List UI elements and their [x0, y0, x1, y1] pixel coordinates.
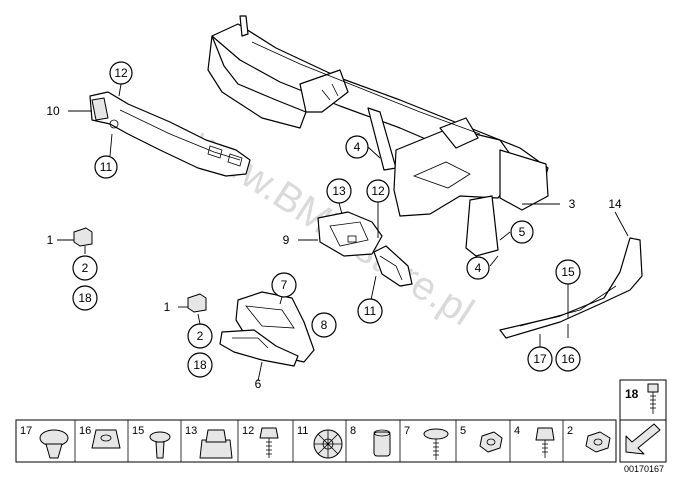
bolt-1a-part[interactable] [73, 227, 93, 247]
bracket-11-part[interactable] [373, 245, 413, 287]
callout-2a: 2 [72, 255, 98, 281]
clip-nut-icon [91, 429, 121, 449]
strip-label-12: 12 [242, 425, 254, 437]
strip-label-15: 15 [132, 425, 144, 437]
bracket-9-part[interactable] [317, 211, 383, 257]
diagram-code: 00170167 [624, 464, 664, 474]
push-clip-icon [149, 431, 171, 459]
hex-bolt-icon [259, 427, 279, 458]
orientation-arrow-box [619, 419, 667, 463]
expanding-rivet-icon [39, 429, 69, 459]
callout-label: 15 [561, 265, 575, 279]
strip-label-13: 13 [185, 425, 197, 437]
callout-9: 9 [283, 233, 290, 247]
strip-label-5: 5 [460, 425, 466, 437]
strip-label-2: 2 [567, 425, 573, 437]
strip-label-4: 4 [514, 425, 520, 437]
callout-11b: 11 [357, 298, 383, 324]
bolt-icon [647, 383, 659, 414]
callout-label: 17 [533, 352, 547, 366]
callout-3: 3 [569, 197, 576, 211]
callout-2b: 2 [187, 323, 213, 349]
callout-12a: 12 [109, 61, 133, 85]
callout-1a: 1 [47, 233, 54, 247]
callout-10: 10 [46, 104, 60, 118]
callout-4a: 4 [345, 135, 369, 159]
strip-label-7: 7 [404, 425, 410, 437]
strip-label-8: 8 [350, 425, 356, 437]
callout-label: 4 [354, 140, 361, 154]
flange-nut-icon [585, 431, 611, 453]
spacer-sleeve-icon [373, 429, 391, 457]
callout-16: 16 [555, 346, 581, 372]
callout-8: 8 [311, 312, 337, 338]
callout-label: 18 [193, 358, 207, 372]
callout-label: 11 [100, 160, 113, 174]
strip-label-11: 11 [297, 425, 308, 437]
callout-5: 5 [510, 220, 534, 244]
strip-label-17: 17 [20, 425, 32, 437]
callout-6: 6 [255, 377, 262, 391]
side-trim-part[interactable] [499, 237, 643, 339]
parts-strip: 17 16 15 13 12 11 8 7 5 4 2 [15, 419, 617, 463]
callout-15: 15 [555, 259, 581, 285]
callout-label: 4 [475, 261, 482, 275]
callout-18a: 18 [72, 285, 98, 311]
callout-4b: 4 [466, 256, 490, 280]
cross-car-beam[interactable] [207, 15, 549, 257]
left-bracket-part[interactable] [89, 91, 251, 177]
callout-label: 5 [519, 225, 526, 239]
callout-18b: 18 [187, 352, 213, 378]
collar-bolt-icon [535, 427, 555, 458]
callout-label: 2 [82, 261, 89, 275]
callout-label: 12 [114, 66, 128, 80]
callout-label: 2 [197, 329, 204, 343]
callout-7: 7 [271, 272, 297, 298]
cage-nut-icon [199, 429, 233, 459]
callout-1b: 1 [164, 300, 171, 314]
corner-box-18[interactable]: 18 [619, 379, 667, 421]
corner-box-number: 18 [625, 387, 639, 401]
callout-17: 17 [527, 346, 553, 372]
hex-nut-icon [479, 431, 503, 453]
leader-lines [57, 83, 629, 382]
rivet-nut-icon [313, 429, 343, 459]
callout-label: 7 [281, 278, 288, 292]
callout-14: 14 [608, 197, 622, 211]
callout-label: 18 [78, 291, 92, 305]
bolt-1b-part[interactable] [187, 293, 207, 313]
callout-13: 13 [326, 178, 352, 204]
lower-bracket-part[interactable] [219, 291, 315, 367]
callout-label: 16 [561, 352, 575, 366]
strip-label-16: 16 [79, 425, 91, 437]
arrow-icon [625, 423, 661, 455]
callout-label: 12 [371, 184, 385, 198]
callout-11a: 11 [94, 155, 118, 179]
callout-label: 13 [332, 184, 346, 198]
callout-12b: 12 [366, 179, 390, 203]
callout-label: 11 [364, 304, 377, 318]
callout-label: 8 [321, 318, 328, 332]
flange-bolt-icon [423, 428, 449, 460]
